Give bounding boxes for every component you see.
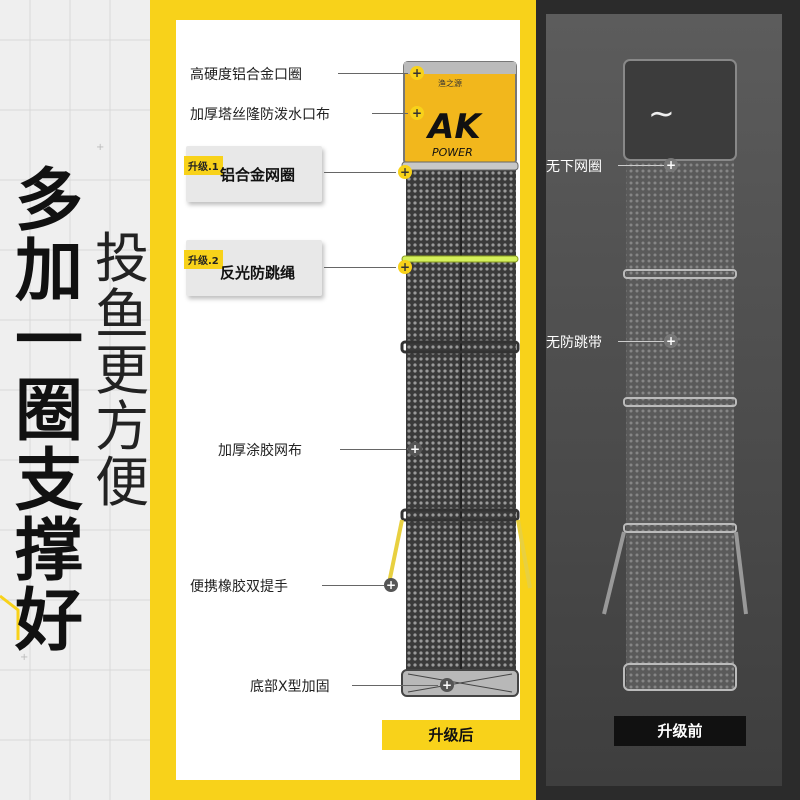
headline-char: 圈 bbox=[14, 372, 83, 451]
callout-collar: 高硬度铝合金口圈 bbox=[190, 67, 302, 83]
after-footer-tag: 升级后 bbox=[382, 720, 520, 750]
upgraded-fish-net-image bbox=[388, 61, 532, 697]
plus-marker-icon: + bbox=[398, 260, 412, 274]
headline-char: 撑 bbox=[14, 512, 83, 591]
callout-mesh: 加厚涂胶网布 bbox=[218, 443, 302, 459]
callout-line bbox=[340, 449, 406, 450]
plus-marker-icon: + bbox=[398, 165, 412, 179]
callout-bottom: 底部X型加固 bbox=[250, 679, 330, 695]
upgrade-label: 反光防跳绳 bbox=[220, 264, 296, 282]
upgrade-card-2: 升级.2 反光防跳绳 bbox=[184, 240, 322, 296]
headline-vertical: 多 加 一 圈 支 撑 好 bbox=[8, 168, 90, 658]
plus-marker-icon: + bbox=[384, 578, 398, 592]
callout-handle: 便携橡胶双提手 bbox=[190, 579, 288, 595]
callout-line bbox=[324, 172, 396, 173]
slogan-char: 便 bbox=[95, 451, 149, 514]
svg-text:+: + bbox=[20, 652, 28, 663]
headline-char: 加 bbox=[14, 232, 83, 311]
plus-marker-icon: + bbox=[408, 442, 422, 456]
plus-marker-icon: + bbox=[410, 66, 424, 80]
callout-line bbox=[372, 113, 408, 114]
brand-main-logo: AK bbox=[428, 107, 481, 147]
plus-marker-icon: + bbox=[664, 158, 678, 172]
brand-small-label: 渔之源 bbox=[438, 79, 462, 88]
slogan-char: 更 bbox=[95, 339, 149, 402]
callout-line bbox=[618, 341, 664, 342]
svg-text:+: + bbox=[96, 142, 104, 153]
upgrade-label: 铝合金网圈 bbox=[220, 166, 296, 184]
callout-no-ring: 无下网圈 bbox=[546, 159, 602, 175]
headline-char: 一 bbox=[14, 302, 83, 381]
callout-cloth: 加厚塔丝隆防泼水口布 bbox=[190, 107, 330, 123]
slogan-vertical: 投 鱼 更 方 便 bbox=[92, 232, 152, 512]
plus-marker-icon: + bbox=[440, 678, 454, 692]
slogan-char: 鱼 bbox=[95, 283, 149, 346]
old-fish-net-image: ~ bbox=[602, 59, 748, 691]
headline-char: 好 bbox=[14, 582, 83, 661]
headline-char: 支 bbox=[14, 442, 83, 521]
callout-line bbox=[352, 685, 438, 686]
before-footer-tag: 升级前 bbox=[614, 716, 746, 746]
headline-char: 多 bbox=[14, 162, 83, 241]
callout-line bbox=[338, 73, 408, 74]
slogan-char: 方 bbox=[95, 395, 149, 458]
upgrade-badge: 升级.2 bbox=[184, 250, 223, 269]
callout-no-strap: 无防跳带 bbox=[546, 335, 602, 351]
svg-text:~: ~ bbox=[648, 94, 675, 132]
callout-line bbox=[324, 267, 396, 268]
slogan-char: 投 bbox=[95, 227, 149, 290]
callout-line bbox=[618, 165, 664, 166]
brand-sub-logo: POWER bbox=[432, 146, 473, 159]
upgrade-badge: 升级.1 bbox=[184, 156, 223, 175]
plus-marker-icon: + bbox=[410, 106, 424, 120]
plus-marker-icon: + bbox=[664, 334, 678, 348]
callout-line bbox=[322, 585, 384, 586]
upgrade-card-1: 升级.1 铝合金网圈 bbox=[184, 146, 322, 202]
